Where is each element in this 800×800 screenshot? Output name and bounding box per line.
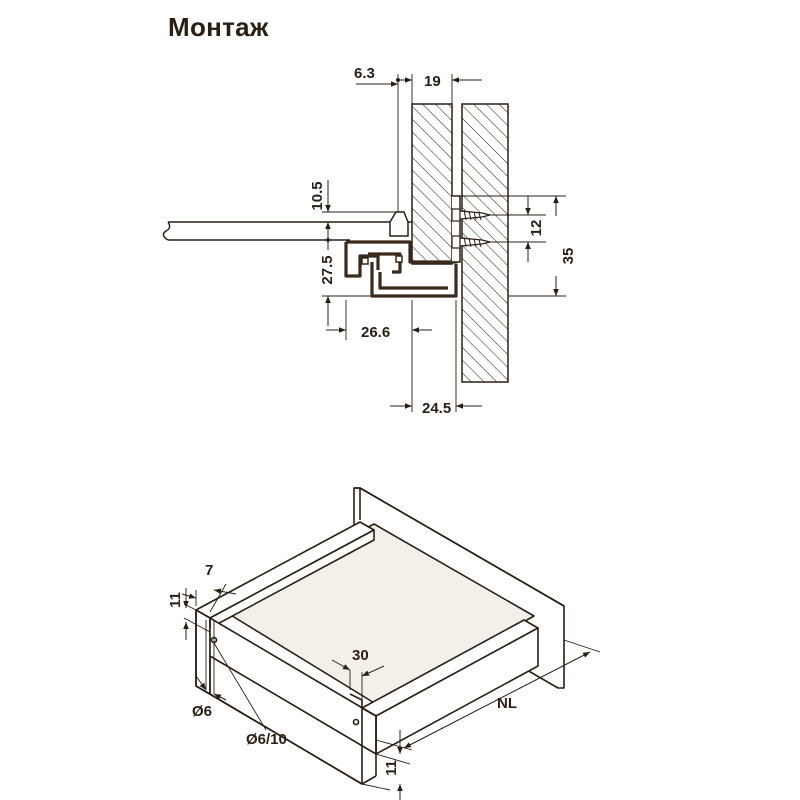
dim-10-5: 10.5 bbox=[309, 181, 326, 210]
iso-dimensions: 7 11 30 NL Ø6 Ø6/10 11 bbox=[167, 562, 601, 800]
dim-27-5: 27.5 bbox=[319, 255, 336, 284]
front-panel bbox=[411, 103, 453, 265]
page-title: Монтаж bbox=[168, 12, 269, 42]
iso-dim-30: 30 bbox=[352, 647, 369, 664]
drawer-bottom bbox=[162, 221, 412, 241]
iso-front-panel bbox=[195, 609, 211, 695]
dim-26-6: 26.6 bbox=[361, 324, 390, 341]
iso-dim-nl: NL bbox=[497, 695, 517, 712]
screw-lower bbox=[451, 235, 491, 249]
iso-dim-d6-10: Ø6/10 bbox=[246, 731, 287, 748]
dim-19: 19 bbox=[424, 73, 441, 90]
dim-12: 12 bbox=[528, 220, 545, 237]
dim-35: 35 bbox=[560, 248, 577, 265]
hole-front-right bbox=[352, 718, 360, 726]
iso-dim-7: 7 bbox=[205, 562, 213, 579]
screw-upper bbox=[451, 208, 491, 222]
iso-dim-11-top: 11 bbox=[167, 592, 184, 608]
dim-6-3: 6.3 bbox=[354, 65, 375, 82]
section-view: 6.3 19 10.5 27.5 12 35 26.6 24.5 bbox=[162, 65, 577, 417]
locating-pin bbox=[389, 211, 409, 237]
mounting-bracket bbox=[452, 195, 461, 263]
dim-24-5: 24.5 bbox=[422, 400, 451, 417]
iso-dim-11-bottom: 11 bbox=[383, 760, 400, 776]
iso-dim-d6: Ø6 bbox=[192, 703, 212, 720]
